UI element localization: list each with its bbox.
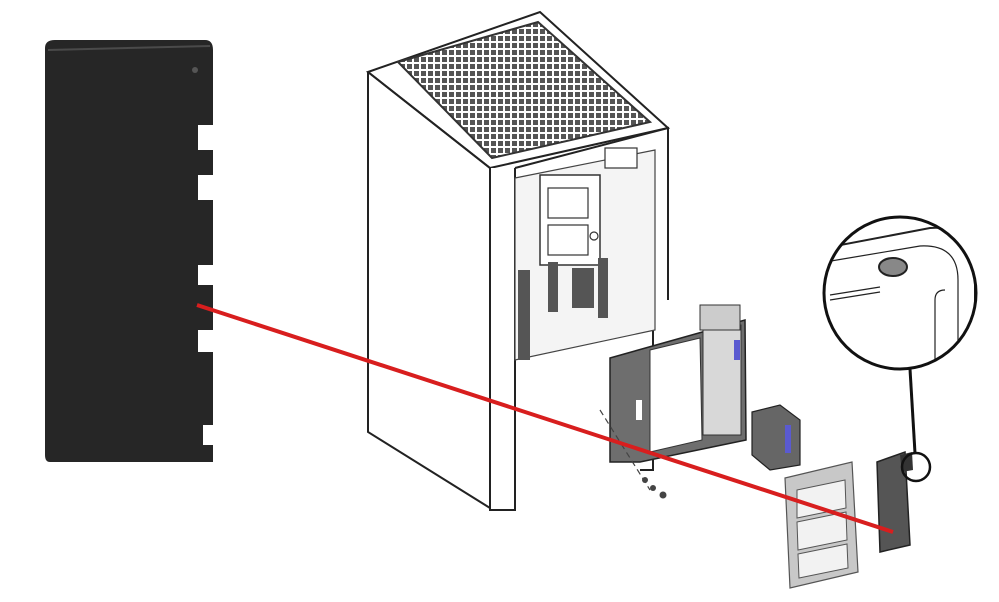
cabinet [365, 10, 671, 511]
front-bezel [784, 461, 859, 589]
display-panel [604, 147, 638, 169]
small-side-cover [876, 450, 913, 553]
cabinet-roof-grille [396, 20, 653, 160]
fan-module [751, 404, 801, 471]
screw-hole-detail-icon [878, 257, 908, 277]
detail-callout [822, 215, 978, 483]
drive-slots [518, 258, 608, 360]
removed-module-frame [609, 304, 747, 463]
callout-line [196, 303, 894, 534]
screws [599, 409, 667, 499]
screw-hole-icon [192, 67, 198, 73]
side-cover-panel [45, 40, 213, 462]
